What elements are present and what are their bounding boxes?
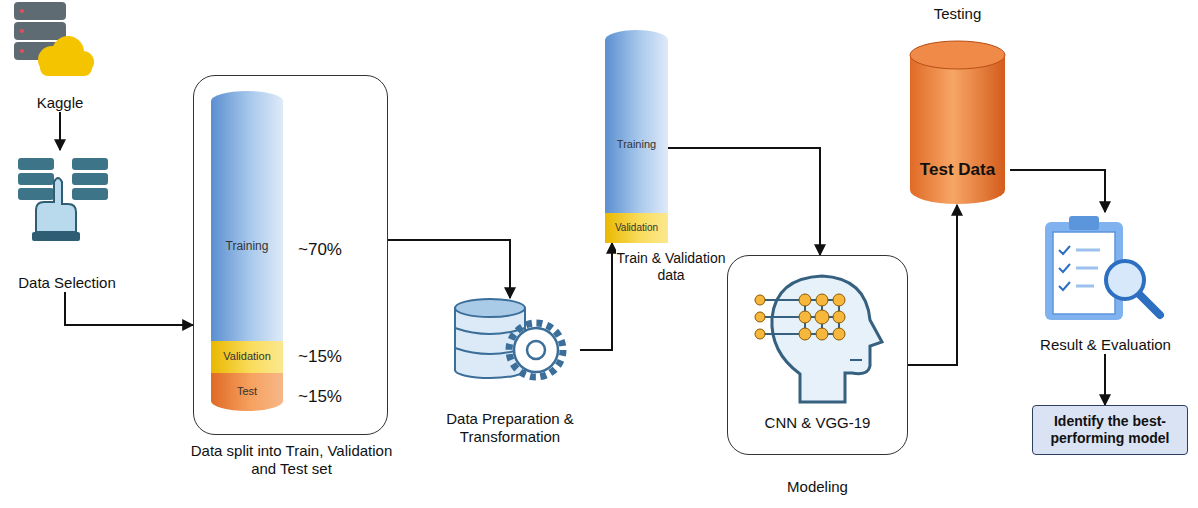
flow-arrow (1010, 170, 1105, 212)
flow-arrow (580, 243, 612, 350)
node-label: Result & Evaluation (1008, 336, 1198, 354)
percentage-label: ~70% (298, 240, 342, 260)
flow-arrow (388, 240, 510, 298)
node-label: Identify the best-performing model (1033, 413, 1187, 447)
flow-arrow (59, 112, 61, 150)
data-selection-step: Data Selection (2, 150, 132, 292)
training-segment: Training (211, 91, 283, 341)
node-heading: Test Data (895, 160, 1020, 180)
test-data-store: TestingTest Data (905, 5, 1010, 205)
database-gear-icon (455, 299, 563, 378)
node-label: Training (211, 239, 283, 253)
node-label: CNN & VGG-19 (728, 414, 907, 432)
validation-segment: Validation (605, 213, 668, 243)
best-model-box: Identify the best-performing model (1032, 405, 1188, 455)
test-segment: Test (211, 373, 283, 411)
node-label: Kaggle (5, 94, 115, 112)
node-label: Testing (895, 5, 1020, 23)
flow-arrow (1104, 354, 1106, 405)
kaggle-source: Kaggle (15, 0, 105, 112)
flow-arrow (65, 292, 193, 325)
data-preparation-step: Data Preparation & Transformation (440, 298, 580, 446)
split-box: Data split into Train, Validation and Te… (193, 75, 388, 435)
test-data-cylinder (910, 41, 1005, 204)
clipboard-icon (1045, 216, 1160, 320)
node-label: Training (605, 138, 668, 151)
ai-head-icon (755, 276, 882, 402)
node-label: Validation (615, 222, 658, 234)
flow-arrow (668, 148, 820, 255)
percentage-label: ~15% (298, 387, 342, 407)
training-segment: Training (605, 30, 668, 213)
result-evaluation-step: Result & Evaluation (1018, 212, 1193, 354)
data-label: Train & Validation data (616, 250, 726, 284)
percentage-label: ~15% (298, 347, 342, 367)
modeling-box: CNN & VGG-19Modeling (727, 255, 908, 455)
flow-arrow (908, 205, 957, 365)
node-label: Validation (223, 350, 271, 363)
node-heading: Modeling (728, 478, 907, 496)
validation-segment: Validation (211, 341, 283, 373)
data-selection-icon (18, 158, 108, 241)
node-label: Data Selection (0, 274, 142, 292)
node-label: Test (237, 385, 257, 398)
node-label: Data split into Train, Validation and Te… (179, 442, 404, 478)
kaggle-icon (14, 2, 94, 76)
node-label: Data Preparation & Transformation (440, 410, 580, 446)
